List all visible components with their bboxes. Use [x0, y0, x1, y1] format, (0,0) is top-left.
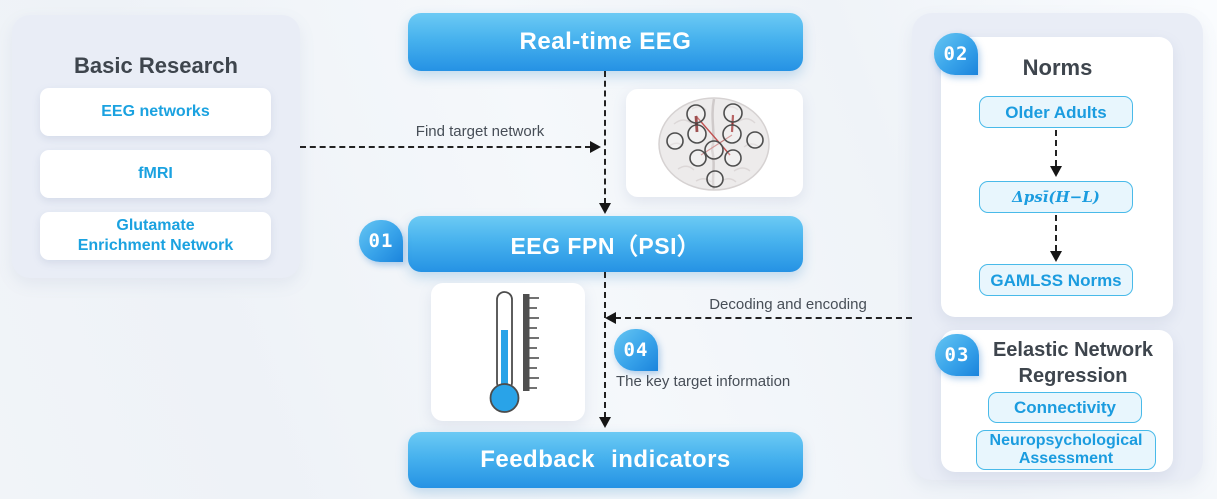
thermometer-icon [489, 291, 539, 413]
node-gamlss-norms: GAMLSS Norms [979, 264, 1133, 296]
node-older-adults: Older Adults [979, 96, 1133, 128]
regression-title: Eelastic Network Regression [992, 339, 1154, 387]
badge-01: 01 [359, 220, 403, 262]
arrowhead-decoding [605, 312, 616, 324]
node-glutamate-enrichment-network: Glutamate Enrichment Network [40, 212, 271, 260]
badge-04: 04 [614, 329, 658, 371]
arrowhead-find-target [590, 141, 601, 153]
arrowhead-norms-2 [1050, 251, 1062, 262]
node-connectivity: Connectivity [988, 392, 1142, 423]
badge-03: 03 [935, 334, 979, 376]
dashed-line-fpn-to-feedback [604, 272, 606, 418]
dashed-line-norms-1 [1055, 130, 1057, 166]
basic-research-title: Basic Research [74, 53, 238, 78]
dashed-line-decoding [615, 317, 912, 319]
arrowhead-norms-1 [1050, 166, 1062, 177]
find-target-label: Find target network [415, 123, 545, 140]
dashed-line-norms-2 [1055, 215, 1057, 251]
key-target-label: The key target information [616, 373, 791, 390]
badge-02: 02 [934, 33, 978, 75]
node-fmri: fMRI [40, 150, 271, 198]
feedback-indicators-banner: Feedback indicators [408, 432, 803, 488]
eeg-fpn-psi-banner: EEG FPN（PSI） [408, 216, 803, 272]
norms-title: Norms [1022, 55, 1093, 80]
brain-network-card [626, 89, 803, 197]
dashed-line-realtime-to-fpn [604, 71, 606, 204]
arrowhead-to-fpn [599, 203, 611, 214]
node-eeg-networks: EEG networks [40, 88, 271, 136]
node-delta-psi: Δpsī(H−L) [979, 181, 1133, 213]
dashed-line-find-target [300, 146, 591, 148]
decoding-label: Decoding and encoding [709, 296, 867, 313]
brain-network-image [658, 97, 770, 191]
thermometer-card [431, 283, 585, 421]
node-neuropsychological-assessment: Neuropsychological Assessment [976, 430, 1156, 470]
arrowhead-to-feedback [599, 417, 611, 428]
basic-research-panel: Basic Research EEG networks fMRI Glutama… [12, 15, 300, 278]
realtime-eeg-banner: Real-time EEG [408, 13, 803, 71]
